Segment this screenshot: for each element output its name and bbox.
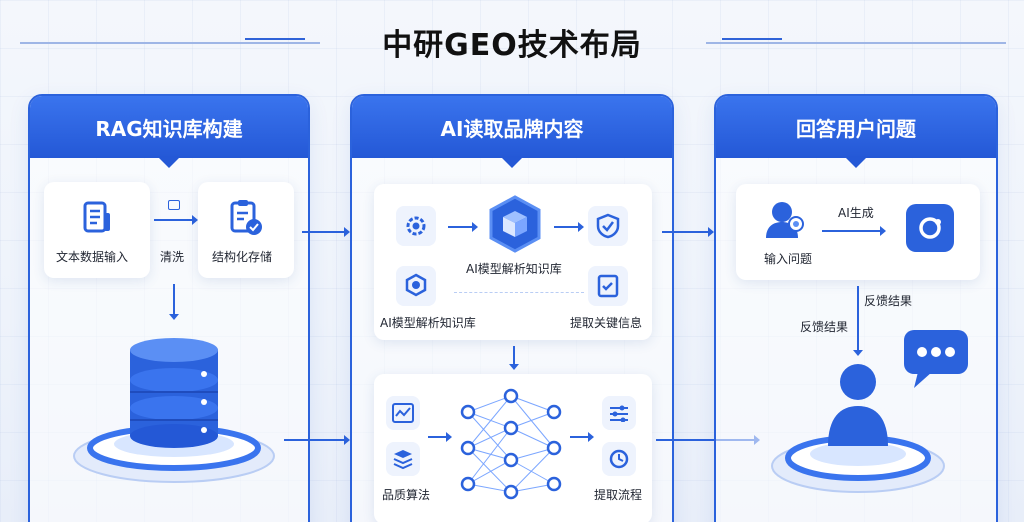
quality-algorithm-label: 品质算法 [382,488,431,502]
ai-parse-card: AI模型解析知识库 AI模型解析知识库 提取关键信息 [374,184,652,340]
arrow-feedback-down [853,286,863,356]
step-input-label: 文本数据输入 [56,250,129,264]
arrow-down-to-algorithm [509,346,519,370]
ai-generate-label: AI生成 [838,206,874,220]
shield-check-icon [588,206,628,246]
ai-parse-center-label: AI模型解析知识库 [466,262,562,276]
input-question-label: 输入问题 [764,252,813,266]
arrow-col2-to-col3-top [662,227,714,237]
step-clean-label: 清洗 [160,250,185,264]
arrow-to-clean [154,215,198,225]
column-header-ai-reading: AI读取品牌内容 [352,96,672,168]
arrow-col1-to-col2-bottom [284,435,350,445]
column-header-rag: RAG知识库构建 [30,96,308,168]
question-card: 输入问题 AI生成 [736,184,980,280]
arrow-col1-to-col2-top [302,227,350,237]
feedback-label-bottom: 反馈结果 [800,320,849,334]
gear-icon [396,206,436,246]
user-icon [762,198,806,242]
step-store-label: 结构化存储 [212,250,273,264]
extract-process-label: 提取流程 [594,488,643,502]
document-icon [80,200,114,236]
column-header-answer: 回答用户问题 [716,96,996,168]
arrow-from-network [570,432,594,442]
sliders-icon [602,396,636,430]
chat-bubble-icon [904,330,968,388]
column-answer-user: 回答用户问题 输入问题 AI生成 反馈结果 反馈结果 [714,94,998,522]
arrow-to-network [428,432,452,442]
hexagon-icon [396,266,436,306]
title-decor-right-light [706,42,1006,44]
title-decor-left-dark [245,38,305,40]
user-platform-icon [771,364,945,493]
clean-marker-icon [168,200,180,210]
dotted-divider [454,292,584,293]
algorithm-card: 品质算法 提取流程 [374,374,652,522]
cube-icon [486,194,544,254]
neural-network-icon [460,388,562,500]
layers-icon [386,442,420,476]
title-decor-right-dark [722,38,782,40]
chart-icon [386,396,420,430]
checklist-icon [588,266,628,306]
database-icon [73,338,275,483]
arrow-gear-to-cube [448,222,478,232]
column-ai-reading: AI读取品牌内容 AI模型解析知识库 [350,94,674,522]
input-card: 文本数据输入 [44,182,150,278]
arrow-to-ai-ring [822,226,886,236]
clock-refresh-icon [602,442,636,476]
column-rag-knowledge-base: RAG知识库构建 文本数据输入 清洗 [28,94,310,522]
arrow-down-to-db [169,284,179,320]
page-title: 中研GEO技术布局 [382,28,642,63]
clipboard-check-icon [226,198,266,238]
extract-key-info-label: 提取关键信息 [570,316,643,330]
ai-ring-icon [906,204,954,252]
feedback-label-top: 反馈结果 [864,294,913,308]
store-card: 结构化存储 [198,182,294,278]
ai-parse-left-label: AI模型解析知识库 [380,316,476,330]
title-decor-left-light [20,42,320,44]
arrow-cube-to-shield [554,222,584,232]
